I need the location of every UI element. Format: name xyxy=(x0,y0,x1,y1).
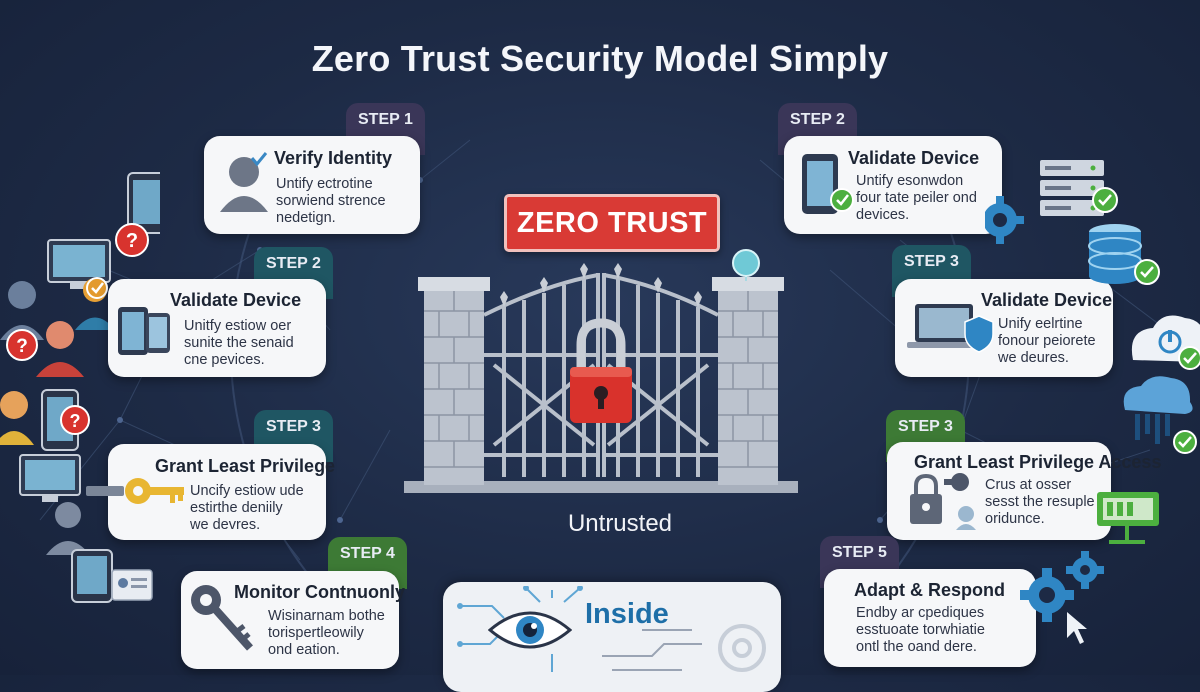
phone-icon xyxy=(802,154,854,214)
left-devices-cluster: ? ? ? xyxy=(0,172,160,603)
monitor-icon xyxy=(19,454,81,502)
gate-illustration xyxy=(404,249,798,493)
user-icon xyxy=(46,502,90,555)
svg-text:?: ? xyxy=(126,230,138,252)
check-icon xyxy=(1173,430,1197,454)
question-icon: ? xyxy=(6,329,38,361)
svg-text:?: ? xyxy=(70,411,81,431)
key-icon xyxy=(191,585,253,651)
lock-icon xyxy=(910,473,976,530)
gear-icon xyxy=(985,196,1024,244)
right-devices-cluster xyxy=(985,160,1200,644)
gear-icon xyxy=(1020,568,1074,622)
card-title: Grant Least Privilege Access xyxy=(914,452,1162,472)
user-icon xyxy=(220,152,268,212)
untrusted-label: Untrusted xyxy=(567,510,673,537)
card-title: Verify Identity xyxy=(274,148,393,168)
access-panel-icon xyxy=(1097,492,1159,544)
monitor-icon xyxy=(47,239,111,289)
cloud-icon xyxy=(1123,376,1193,444)
eye-icon xyxy=(488,611,572,649)
gear-icon xyxy=(1066,551,1104,589)
cursor-icon xyxy=(1067,612,1087,644)
sensor-orb xyxy=(732,249,760,281)
key-icon xyxy=(86,478,184,504)
inside-label: Inside xyxy=(585,598,669,630)
card-title: Validate Device xyxy=(170,290,302,310)
card-title: Grant Least Privilege xyxy=(155,456,336,476)
lock-icon xyxy=(570,318,632,423)
id-card-icon xyxy=(111,569,153,601)
question-icon: ? xyxy=(115,223,149,257)
step-card-monitor-continuously xyxy=(181,571,399,669)
check-icon xyxy=(86,277,108,299)
gear-icon xyxy=(718,624,766,672)
server-icon xyxy=(1040,160,1104,216)
zero-trust-badge: ZERO TRUST xyxy=(504,194,720,252)
circuit-decoration xyxy=(457,586,766,672)
tablet-icon xyxy=(127,172,160,234)
question-icon: ? xyxy=(60,405,90,435)
phone-icon xyxy=(71,549,113,603)
database-icon xyxy=(1088,224,1142,284)
gate-bars xyxy=(483,273,719,477)
user-icon xyxy=(0,391,34,445)
laptop-icon xyxy=(907,304,994,353)
left-pillar xyxy=(418,277,490,485)
svg-text:?: ? xyxy=(16,336,28,357)
check-icon xyxy=(1178,346,1200,370)
tablet-icon xyxy=(118,307,170,355)
card-title: Validate Device xyxy=(981,290,1113,310)
user-icon xyxy=(36,321,84,377)
step-card-adapt-respond xyxy=(824,569,1036,667)
check-icon xyxy=(1092,187,1118,213)
card-title: Validate Device xyxy=(848,148,980,168)
right-pillar xyxy=(712,277,784,485)
page-title: Zero Trust Security Model Simply xyxy=(311,38,889,79)
check-icon xyxy=(1134,259,1160,285)
card-title: Adapt & Respond xyxy=(854,580,1005,600)
card-title: Monitor Contnuonly xyxy=(234,582,405,602)
